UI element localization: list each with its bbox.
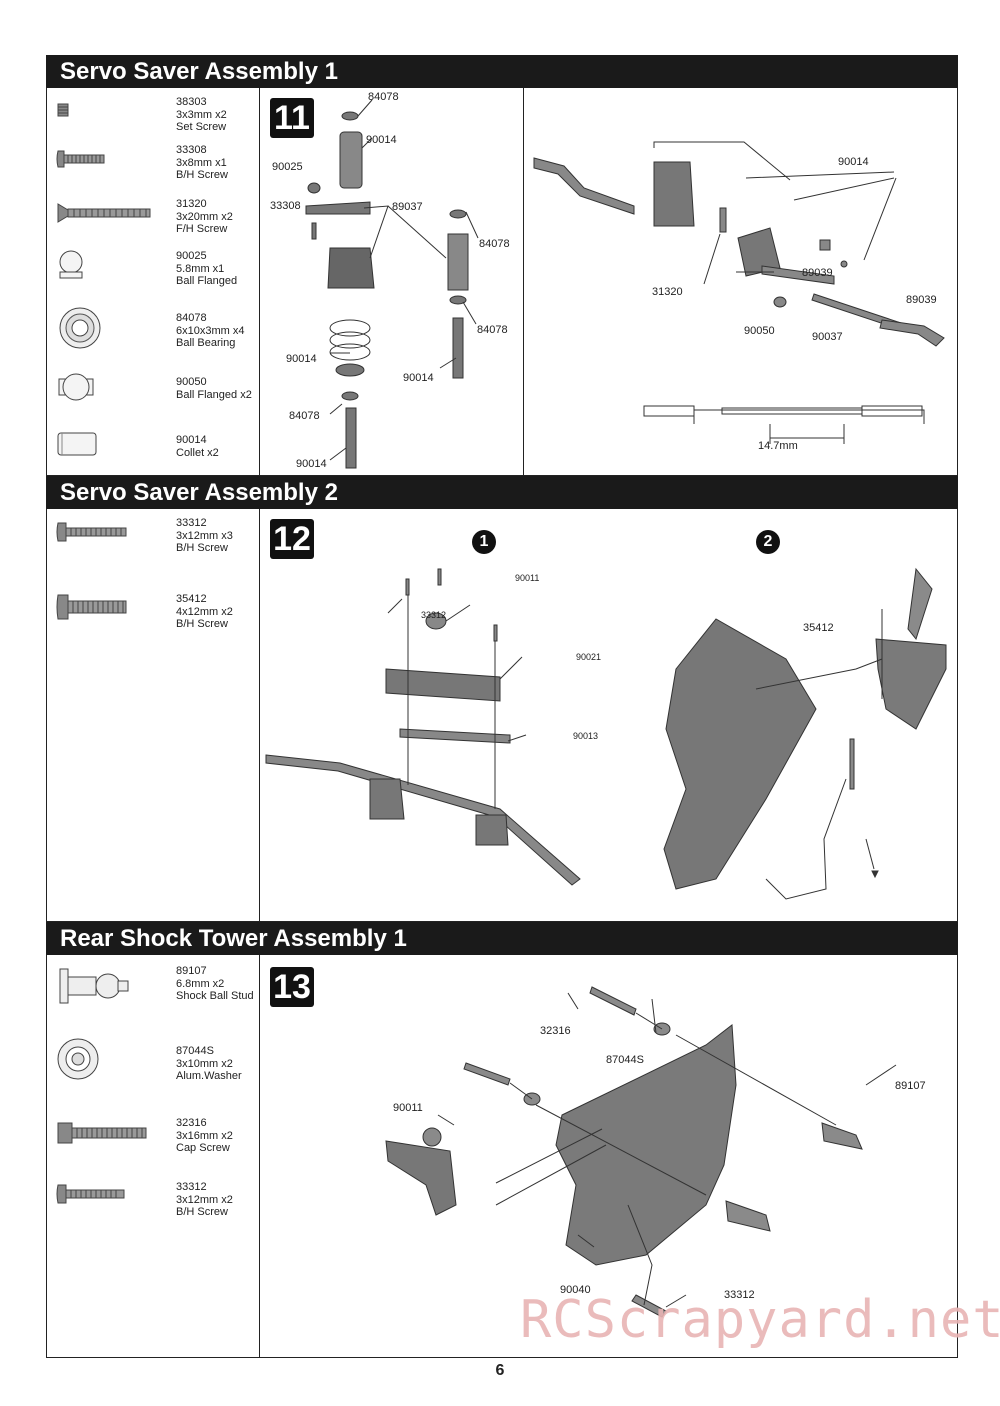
ball-flanged-icon	[58, 373, 94, 401]
washer-icon	[57, 1038, 99, 1080]
part-callout: 89039	[906, 294, 937, 306]
part-callout: 90040	[560, 1284, 591, 1296]
part-callout: 84078	[368, 91, 399, 103]
page-number: 6	[495, 1362, 505, 1379]
part-callout: 31320	[652, 286, 683, 298]
part-callout: 89039	[802, 267, 833, 279]
servo-saver-linkage-diagram	[533, 141, 945, 444]
step-11-exploded-diagram	[305, 99, 479, 469]
part-callout: 84078	[289, 410, 320, 422]
part-callout: 35412	[803, 622, 834, 634]
part-callout: 33312	[421, 610, 447, 620]
cap-screw-icon	[57, 1122, 147, 1144]
ball-flanged-icon	[59, 250, 83, 279]
bh-screw-icon	[56, 594, 127, 620]
part-callout: 90014	[286, 353, 317, 365]
part-callout: 89107	[895, 1080, 926, 1092]
bh-screw-icon	[56, 1184, 125, 1204]
substep-number: 1	[472, 530, 496, 554]
step-13-shock-tower-diagram	[385, 986, 897, 1318]
section-header: Rear Shock Tower Assembly 1	[46, 922, 958, 955]
part-callout: 90013	[573, 731, 599, 741]
step-12-chassis-diagram	[663, 567, 947, 900]
part-callout: 32316	[540, 1025, 571, 1037]
part-callout: 90011	[393, 1102, 423, 1114]
part-callout: 33308	[270, 200, 301, 212]
watermark-text: RCScrapyard.net	[520, 1290, 1000, 1350]
bh-screw-icon	[56, 522, 127, 542]
section-header: Servo Saver Assembly 1	[46, 55, 958, 88]
part-callout: 90014	[838, 156, 869, 168]
part-callout: 90014	[403, 372, 434, 384]
part-callout: 90050	[744, 325, 775, 337]
part-callout: 90014	[366, 134, 397, 146]
bh-screw-icon	[56, 150, 105, 168]
collet-icon	[57, 432, 97, 456]
part-callout: 90011	[515, 573, 540, 583]
part-callout: 33312	[724, 1289, 755, 1301]
set-screw-icon	[57, 103, 69, 117]
step-number: 11	[270, 98, 314, 138]
section-header: Servo Saver Assembly 2	[46, 476, 958, 509]
fh-screw-icon	[57, 203, 151, 223]
part-callout: 90021	[576, 652, 602, 662]
part-callout: 84078	[477, 324, 508, 336]
part-callout: 89037	[392, 201, 423, 213]
part-callout: 84078	[479, 238, 510, 250]
step-number: 13	[270, 967, 314, 1007]
step-12-part1-diagram	[265, 568, 581, 886]
part-callout: 90014	[296, 458, 327, 470]
dimension-label: 14.7mm	[758, 440, 798, 452]
part-callout: 90025	[272, 161, 303, 173]
substep-number: 2	[756, 530, 780, 554]
ball-bearing-icon	[59, 307, 101, 349]
step-number: 12	[270, 519, 314, 559]
part-callout: 90037	[812, 331, 843, 343]
shock-ball-stud-icon	[59, 968, 129, 1004]
part-callout: 87044S	[606, 1054, 644, 1066]
